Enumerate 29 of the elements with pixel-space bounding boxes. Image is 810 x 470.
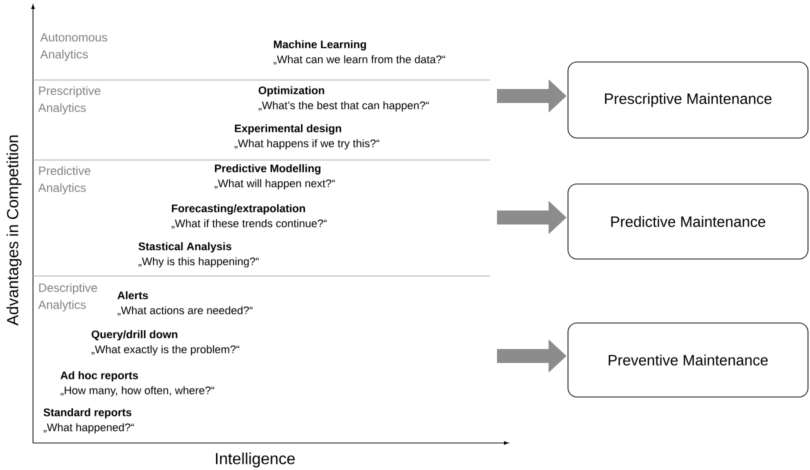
category-label: Descriptive Analytics (38, 283, 97, 312)
method-title: Ad hoc reports (60, 371, 138, 382)
category-label: Prescriptive Analytics (38, 86, 100, 114)
method-question: „What will happen next?“ (214, 179, 335, 190)
method-title: Optimization (258, 86, 324, 96)
method-question: „What exactly is the problem?“ (92, 345, 240, 356)
method-title: Forecasting/extrapolation (172, 204, 305, 214)
category-label: Autonomous Analytics (40, 33, 108, 61)
maintenance-box: Predictive Maintenance (568, 184, 808, 260)
method-title: Machine Learning (274, 40, 366, 50)
axis-label: Advantages in Competition (6, 135, 22, 326)
method-title: Stastical Analysis (138, 242, 232, 252)
method-title: Standard reports (44, 408, 132, 418)
method-title: Experimental design (234, 124, 342, 134)
method-question: „What can we learn from the data?“ (274, 55, 446, 65)
axis-label: Intelligence (216, 452, 295, 468)
method-question: „What actions are needed?“ (118, 306, 253, 316)
method-title: Alerts (117, 291, 148, 300)
method-question: „What happened?“ (44, 423, 134, 434)
maintenance-box: Prescriptive Maintenance (568, 62, 808, 138)
method-question: „What’s the best that can happen?“ (258, 101, 429, 112)
method-question: „Why is this happening?“ (138, 257, 259, 268)
method-title: Query/drill down (92, 330, 178, 340)
maintenance-box: Preventive Maintenance (568, 322, 808, 398)
category-label: Predictive Analytics (38, 166, 90, 194)
method-question: „What happens if we try this?“ (234, 139, 380, 150)
method-question: „What if these trends continue?“ (172, 219, 327, 229)
method-title: Predictive Modelling (214, 164, 320, 174)
method-question: „How many, how often, where?“ (60, 386, 214, 396)
